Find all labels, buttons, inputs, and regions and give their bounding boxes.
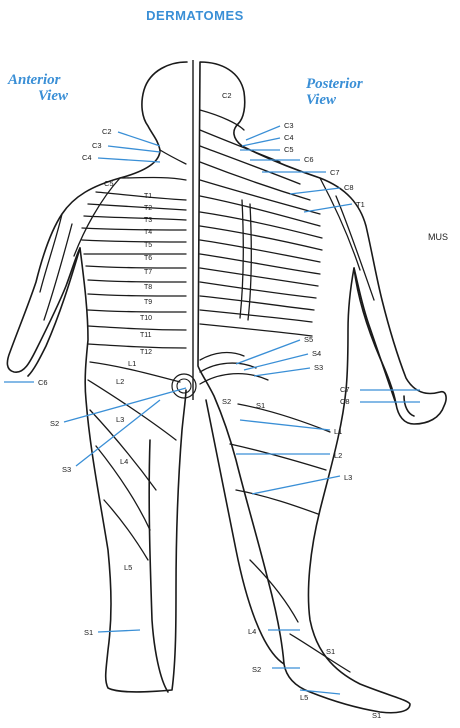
label-post-c4: C4 <box>284 133 294 142</box>
label-post-c8: C8 <box>344 183 354 192</box>
label-post-s3: S3 <box>314 363 323 372</box>
label-ant-t2: T2 <box>144 205 152 212</box>
label-post-c7: C7 <box>330 168 340 177</box>
label-post-s1: S1 <box>256 401 265 410</box>
label-post-s4: S4 <box>312 349 321 358</box>
label-ant-t8: T8 <box>144 284 152 291</box>
label-ant-s1: S1 <box>84 628 93 637</box>
label-post-l2: L2 <box>334 451 342 460</box>
label-ant-c2: C2 <box>102 127 112 136</box>
posterior-thumb <box>404 396 414 416</box>
label-post-l4: L4 <box>248 627 256 636</box>
anterior-leg-inner <box>149 440 168 692</box>
dermatome-labels: C2 C2 C3 C4 C5 T1 T2 T3 T4 T5 T6 T7 T8 T… <box>38 91 381 720</box>
label-ant-c6: C6 <box>38 378 48 387</box>
label-ant-s2: S2 <box>50 419 59 428</box>
label-post-c3: C3 <box>284 121 294 130</box>
label-ant-t6: T6 <box>144 255 152 262</box>
label-ant-t9: T9 <box>144 299 152 306</box>
label-ant-t11: T11 <box>140 332 152 339</box>
label-post-c6: C6 <box>304 155 314 164</box>
label-post-c5: C5 <box>284 145 294 154</box>
label-ant-t1: T1 <box>144 193 152 200</box>
label-ant-l5: L5 <box>124 563 132 572</box>
label-post-c7b: C7 <box>340 385 350 394</box>
label-ant-t12: T12 <box>140 349 152 356</box>
label-post-l1: L1 <box>334 427 342 436</box>
label-post-t1: T1 <box>356 200 365 209</box>
label-post-c8b: C8 <box>340 397 350 406</box>
label-ant-t7: T7 <box>144 269 152 276</box>
label-ant-l3: L3 <box>116 415 124 424</box>
label-ant-l2: L2 <box>116 377 124 386</box>
label-ant-c4: C4 <box>82 153 92 162</box>
label-post-s2: S2 <box>222 397 231 406</box>
label-post-s1b: S1 <box>326 647 335 656</box>
posterior-leg-inner <box>206 400 284 664</box>
label-ant-c5: C5 <box>104 179 114 188</box>
label-ant-t5: T5 <box>144 242 152 249</box>
label-ant-s3: S3 <box>62 465 71 474</box>
label-ant-l4: L4 <box>120 457 128 466</box>
label-post-s5: S5 <box>304 335 313 344</box>
label-post-s1c: S1 <box>372 711 381 720</box>
leader-lines <box>4 126 420 694</box>
posterior-arm-inner <box>354 268 396 404</box>
label-post-l5: L5 <box>300 693 308 702</box>
label-post-l3: L3 <box>344 473 352 482</box>
label-ant-t3: T3 <box>144 217 152 224</box>
label-c2-head: C2 <box>222 91 232 100</box>
label-ant-l1: L1 <box>128 359 136 368</box>
label-ant-c3: C3 <box>92 141 102 150</box>
label-ant-t4: T4 <box>144 229 152 236</box>
label-ant-t10: T10 <box>140 315 152 322</box>
label-post-s2b: S2 <box>252 665 261 674</box>
